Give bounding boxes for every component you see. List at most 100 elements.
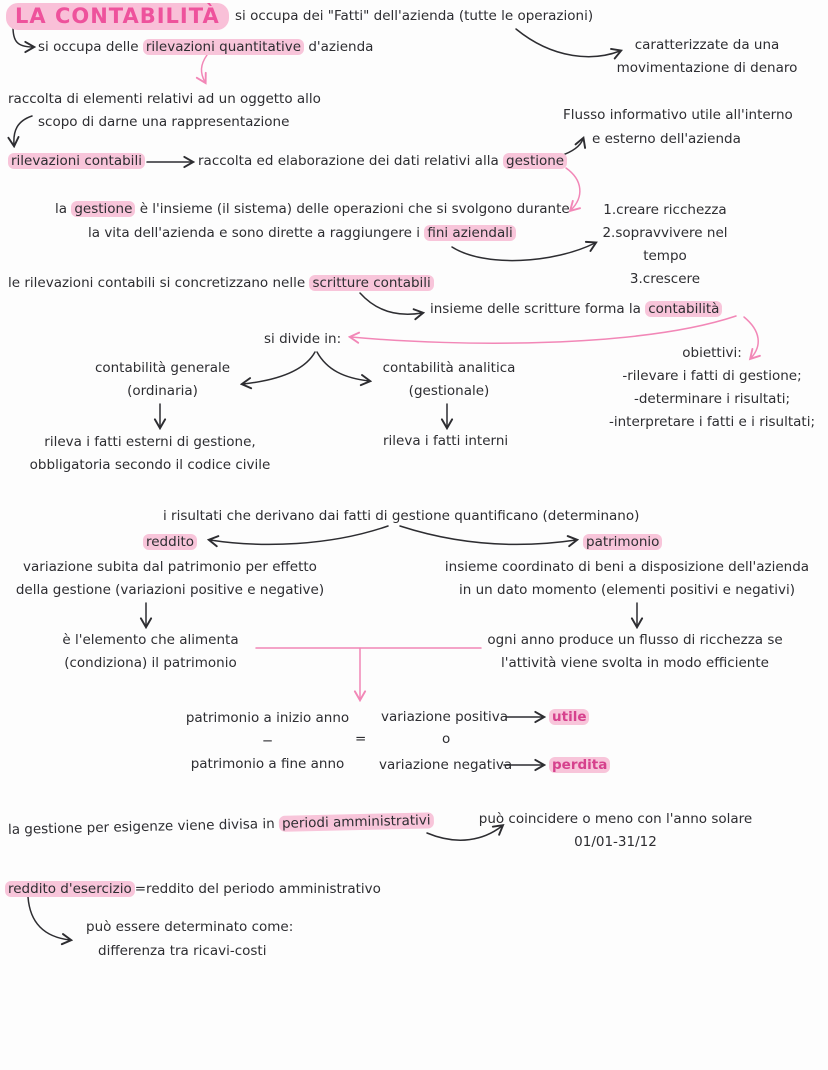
node-periodi-amministrativi: la gestione per esigenze viene divisa in… — [8, 812, 434, 838]
node-obiettivi: obiettivi: -rilevare i fatti di gestione… — [598, 342, 826, 434]
list-item: -rilevare i fatti di gestione; — [622, 368, 802, 384]
arrow-esercizio-to-determinato — [27, 896, 74, 946]
text-line: contabilità analitica — [382, 360, 516, 376]
list-item: -interpretare i fatti e i risultati; — [608, 414, 815, 430]
equation-o: o — [442, 731, 451, 747]
text-segment: =reddito del periodo amministrativo — [134, 881, 381, 897]
arrow-divide-left — [239, 351, 316, 390]
list-item: 2.sopravvivere nel tempo — [602, 225, 728, 264]
node-flusso-informativo-l2: e esterno dell'azienda — [592, 131, 741, 147]
node-patrimonio: patrimonio — [583, 534, 663, 550]
text-line: 01/01-31/12 — [574, 834, 657, 850]
node-reddito-def: variazione subita dal patrimonio per eff… — [0, 556, 340, 602]
equation-variazione-positiva: variazione positiva — [381, 709, 509, 725]
obiettivi-title: obiettivi: — [682, 345, 742, 361]
node-raccolta-dati: raccolta ed elaborazione dei dati relati… — [198, 153, 568, 169]
text-line: rileva i fatti esterni di gestione, — [44, 434, 256, 450]
arrow-fatti-to-caratterizzate — [515, 28, 623, 60]
node-fini-elenco: 1.creare ricchezza 2.sopravvivere nel te… — [580, 199, 750, 291]
highlight-contabilita: contabilità — [645, 301, 723, 317]
arrow-raccolta-to-rilevazioni — [7, 115, 33, 149]
arrow-fini-to-elenco — [451, 240, 598, 262]
equation-utile: utile — [549, 709, 590, 725]
text-segment: insieme delle scritture forma la — [430, 301, 646, 317]
equation-variazione-negativa: variazione negativa — [379, 757, 513, 773]
node-reddito-esercizio: reddito d'esercizio=reddito del periodo … — [5, 881, 381, 897]
text-segment: è l'insieme (il sistema) delle operazion… — [135, 201, 570, 217]
arrow-pink-contabilita-to-divide — [347, 315, 737, 344]
node-anno-solare: può coincidere o meno con l'anno solare … — [468, 808, 763, 854]
text-segment: raccolta ed elaborazione dei dati relati… — [198, 153, 504, 169]
node-rilevazioni-quantitative: si occupa delle rilevazioni quantitative… — [38, 39, 373, 55]
node-gestione-def-l2: la vita dell'azienda e sono dirette a ra… — [88, 225, 516, 241]
node-fatti: si occupa dei "Fatti" dell'azienda (tutt… — [235, 8, 594, 24]
node-contabilita-analitica: contabilità analitica (gestionale) — [370, 357, 528, 403]
equation-equals: = — [355, 731, 367, 747]
text-line: obbligatoria secondo il codice civile — [29, 457, 271, 473]
node-determinato-l2: differenza tra ricavi-costi — [98, 943, 267, 959]
equation-minus: − — [261, 733, 274, 749]
text-segment: d'azienda — [304, 39, 374, 55]
arrow-pink-quantitative-down — [195, 54, 208, 85]
highlight-periodi-amministrativi: periodi amministrativi — [278, 812, 434, 832]
node-flusso-informativo-l1: Flusso informativo utile all'interno — [563, 107, 793, 123]
node-scritture-contabili: le rilevazioni contabili si concretizzan… — [8, 275, 434, 291]
text-line: (gestionale) — [408, 383, 490, 399]
text-line: insieme coordinato di beni a disposizion… — [444, 559, 810, 575]
highlight-utile: utile — [549, 709, 590, 725]
list-item: 1.creare ricchezza — [603, 202, 727, 218]
node-risultati: i risultati che derivano dai fatti di ge… — [163, 508, 640, 524]
arrow-risultati-to-reddito — [206, 525, 389, 548]
text-line: ogni anno produce un flusso di ricchezza… — [487, 632, 783, 648]
text-segment: la vita dell'azienda e sono dirette a ra… — [88, 225, 425, 241]
text-line: contabilità generale — [94, 360, 231, 376]
text-line: della gestione (variazioni positive e ne… — [15, 582, 325, 598]
highlight-rilevazioni-contabili: rilevazioni contabili — [8, 153, 145, 169]
node-insieme-scritture: insieme delle scritture forma la contabi… — [430, 301, 723, 317]
highlight-gestione-2: gestione — [71, 201, 136, 217]
highlight-reddito-esercizio: reddito d'esercizio — [5, 881, 135, 897]
equation-left: patrimonio a inizio anno − patrimonio a … — [180, 707, 355, 776]
highlight-reddito: reddito — [143, 534, 198, 550]
highlight-patrimonio: patrimonio — [583, 534, 663, 550]
list-item: -determinare i risultati; — [633, 391, 791, 407]
arrow-scritture-to-insieme — [359, 292, 426, 321]
highlight-scritture-contabili: scritture contabili — [309, 275, 434, 291]
node-caratterizzate: caratterizzate da una movimentazione di … — [612, 34, 802, 80]
equation-perdita: perdita — [549, 757, 611, 773]
node-raccolta-elementi-l2: scopo di darne una rappresentazione — [38, 114, 290, 130]
node-gestione-def-l1: la gestione è l'insieme (il sistema) del… — [55, 201, 570, 217]
text-line: (ordinaria) — [127, 383, 198, 399]
text-line: (condiziona) il patrimonio — [64, 655, 237, 671]
node-rilevazioni-contabili: rilevazioni contabili — [8, 153, 145, 169]
text-line: l'attività viene svolta in modo efficien… — [501, 655, 769, 671]
arrow-risultati-to-patrimonio — [399, 525, 580, 548]
equation-patrimonio-fine: patrimonio a fine anno — [190, 756, 345, 772]
highlight-fini-aziendali: fini aziendali — [424, 225, 516, 241]
text-line: può coincidere o meno con l'anno solare — [478, 811, 753, 827]
node-si-divide: si divide in: — [264, 331, 342, 347]
node-contabilita-generale: contabilità generale (ordinaria) — [85, 357, 240, 403]
page-title: LA CONTABILITÀ — [6, 3, 229, 31]
node-raccolta-elementi-l1: raccolta di elementi relativi ad un ogge… — [8, 91, 321, 107]
arrow-divide-right — [316, 351, 373, 387]
node-alimenta: è l'elemento che alimenta (condiziona) i… — [48, 629, 253, 675]
node-cg-descrizione: rileva i fatti esterni di gestione, obbl… — [5, 431, 295, 477]
text-segment: la — [55, 201, 72, 217]
equation-patrimonio-inizio: patrimonio a inizio anno — [185, 710, 350, 726]
highlight-perdita: perdita — [549, 757, 611, 773]
text-segment: le rilevazioni contabili si concretizzan… — [8, 275, 310, 291]
page-title-text: LA CONTABILITÀ — [6, 3, 229, 31]
list-item: 3.crescere — [629, 271, 701, 287]
node-determinato-l1: può essere determinato come: — [86, 919, 294, 935]
text-segment: la gestione per esigenze viene divisa in — [7, 815, 280, 838]
text-line: caratterizzate da una — [634, 37, 780, 53]
node-reddito: reddito — [143, 534, 198, 550]
node-patrimonio-def: insieme coordinato di beni a disposizion… — [432, 556, 822, 602]
highlight-rilevazioni-quantitative: rilevazioni quantitative — [142, 39, 305, 55]
node-ca-descrizione: rileva i fatti interni — [383, 433, 509, 449]
text-line: è l'elemento che alimenta — [62, 632, 239, 648]
text-line: in un dato momento (elementi positivi e … — [459, 582, 795, 598]
text-line: variazione subita dal patrimonio per eff… — [23, 559, 317, 575]
